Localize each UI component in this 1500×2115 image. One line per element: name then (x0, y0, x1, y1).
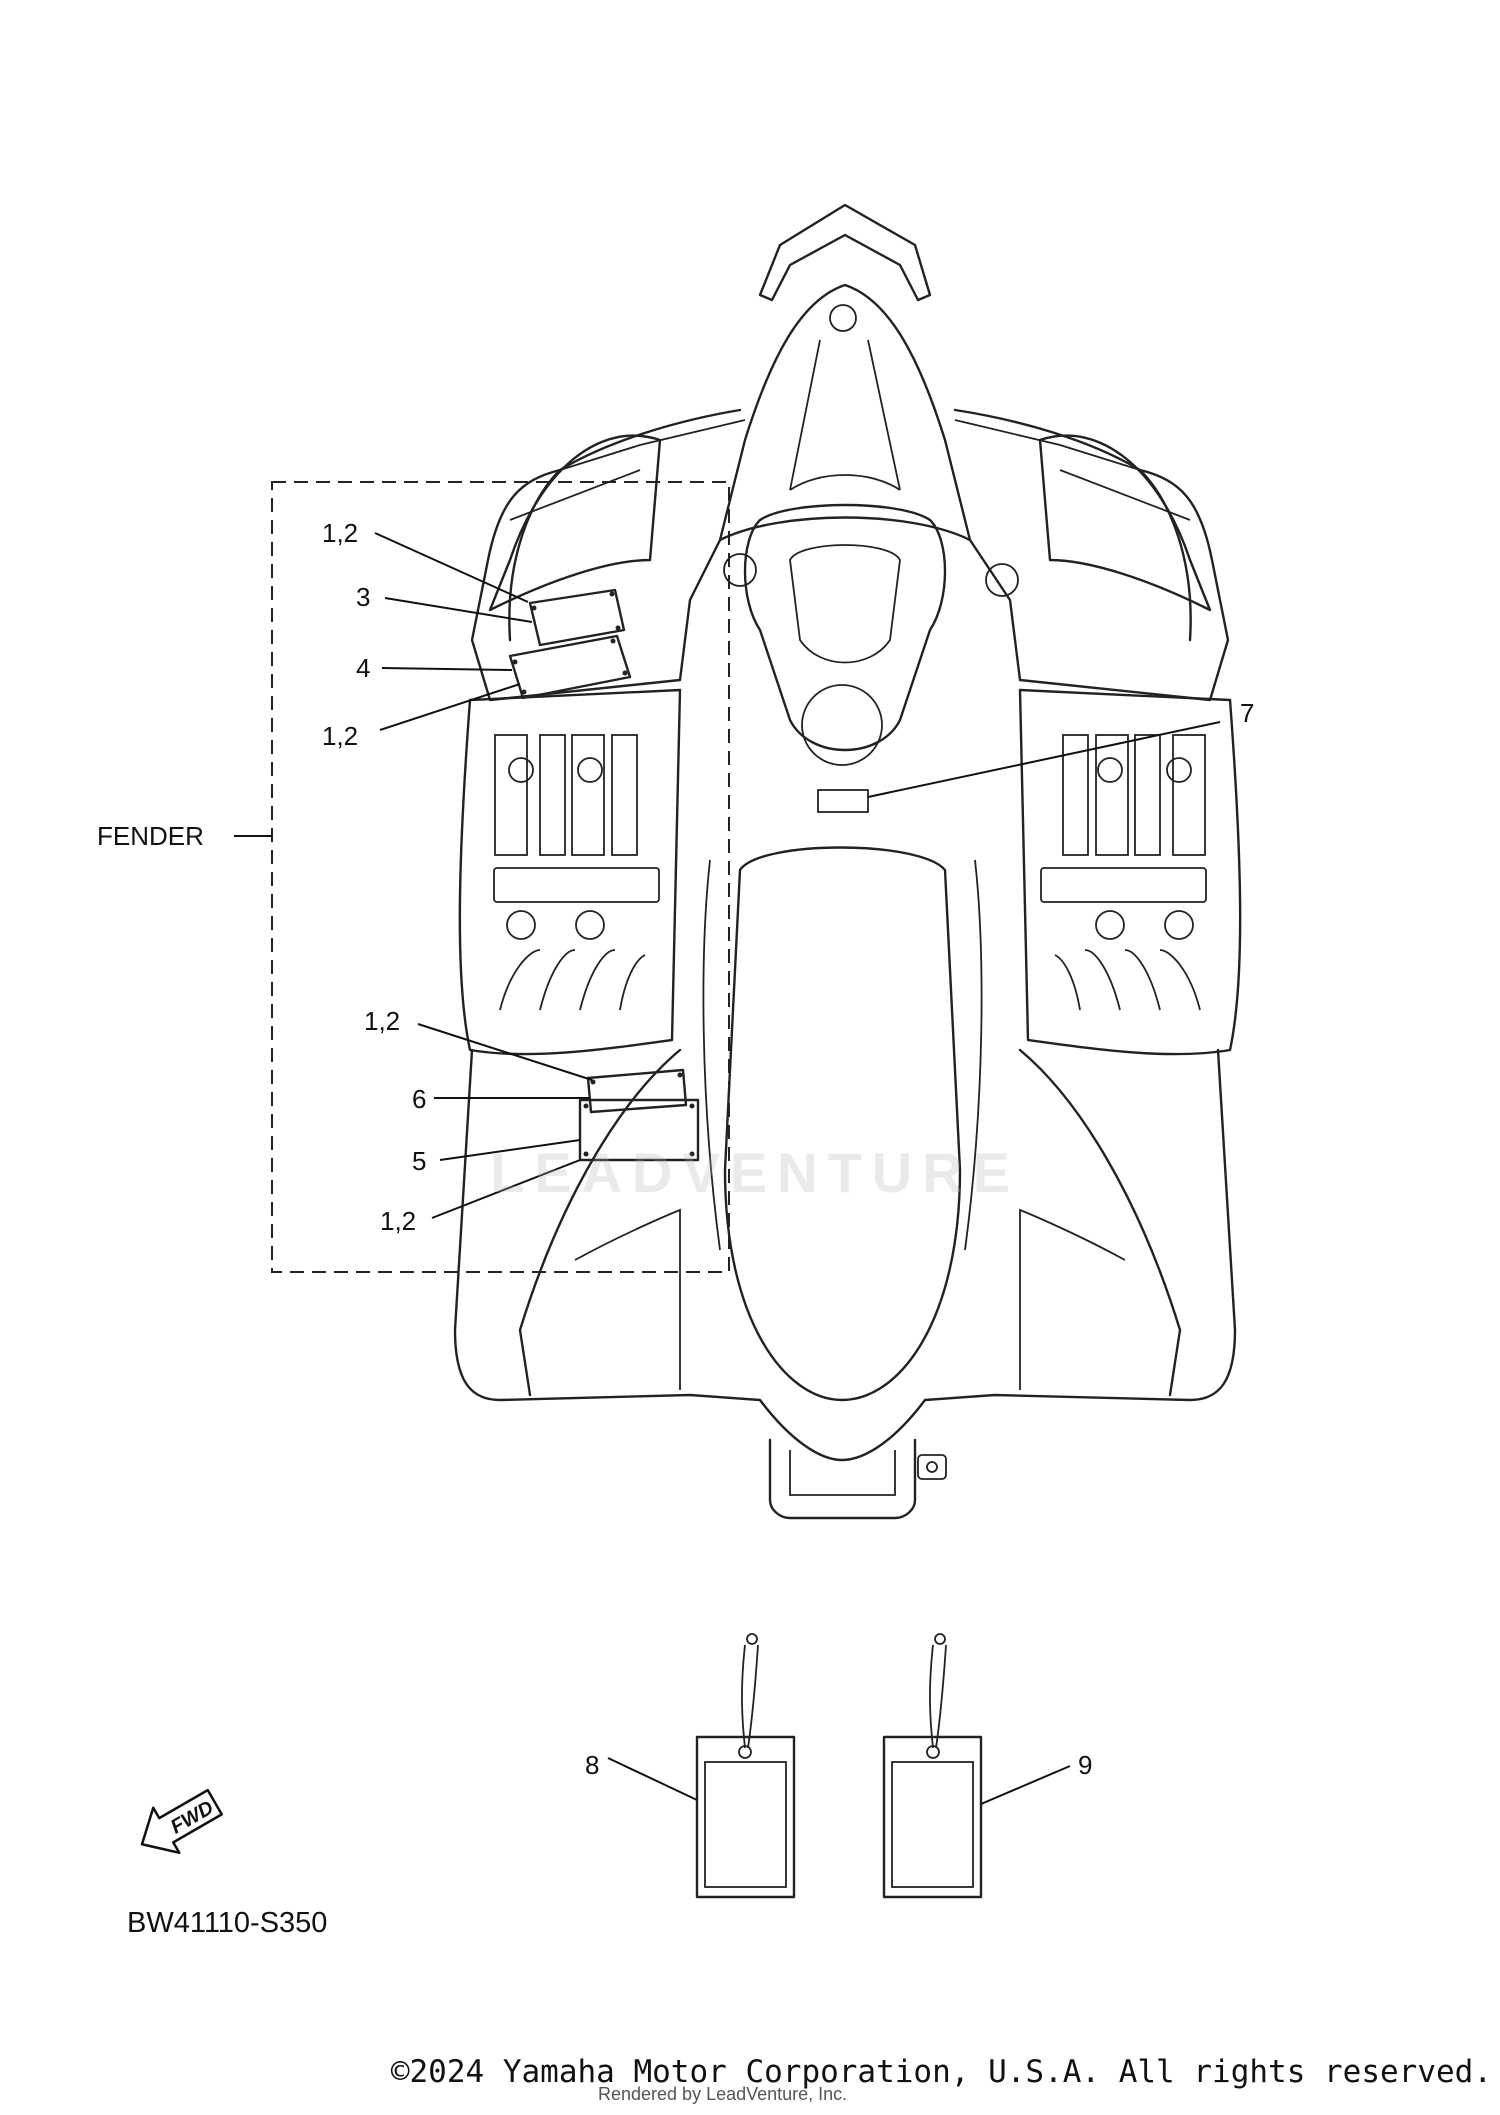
fwd-arrow-icon: FWD (140, 1788, 223, 1855)
callout-8: 8 (585, 1750, 599, 1780)
watermark: LEADVENTURE (490, 1141, 1021, 1204)
callout-1-2-bottom: 1,2 (380, 1206, 416, 1236)
callout-6: 6 (412, 1084, 426, 1114)
callout-5: 5 (412, 1146, 426, 1176)
atv-fender-drawing (453, 203, 1242, 1520)
hang-tag-9 (882, 1633, 983, 1899)
rendered-by-notice: Rendered by LeadVenture, Inc. (598, 2084, 848, 2104)
decal-3 (528, 588, 626, 647)
decal-6 (586, 1068, 688, 1114)
callout-1-2-lower: 1,2 (364, 1006, 400, 1036)
callout-7: 7 (1240, 698, 1254, 728)
hang-tag-8 (695, 1633, 796, 1899)
callout-3: 3 (356, 582, 370, 612)
fender-group-box (271, 481, 730, 1273)
fender-label: FENDER (97, 821, 204, 851)
decal-5 (578, 1098, 700, 1162)
callout-1-2-mid: 1,2 (322, 721, 358, 751)
callout-4: 4 (356, 653, 370, 683)
callout-1-2-upper: 1,2 (322, 518, 358, 548)
copyright-notice: ©2024 Yamaha Motor Corporation, U.S.A. A… (390, 2054, 1492, 2090)
diagram-code: BW41110-S350 (127, 1907, 327, 1939)
callout-9: 9 (1078, 1750, 1092, 1780)
leader-lines (234, 532, 1221, 1805)
decal-4 (508, 634, 632, 700)
